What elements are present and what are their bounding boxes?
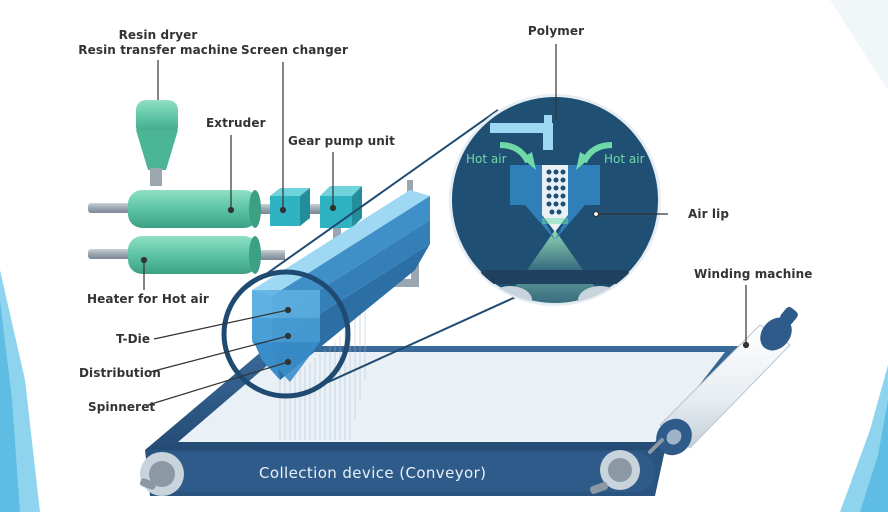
spinneret-label: Spinneret — [88, 400, 156, 414]
t-die-label: T-Die — [116, 332, 151, 346]
polymer-label: Polymer — [527, 24, 585, 38]
conveyor-label: Collection device (Conveyor) — [259, 464, 486, 482]
air-lip-label: Air lip — [688, 207, 730, 221]
winding-machine — [648, 307, 798, 456]
winding-machine-label: Winding machine — [694, 267, 813, 281]
hot-air-right-label: Hot air — [604, 152, 645, 166]
screen-changer — [270, 188, 310, 226]
gear-pump-label: Gear pump unit — [288, 134, 395, 148]
magnifier — [221, 109, 521, 399]
distribution-label: Distribution — [79, 366, 161, 380]
gear-pump — [320, 186, 362, 228]
air-lip-inset — [449, 94, 661, 306]
fiber-curtain — [279, 306, 366, 440]
heater-label: Heater for Hot air — [87, 292, 209, 306]
leader-lines — [140, 44, 750, 406]
extruder-label: Extruder — [206, 116, 266, 130]
screen-changer-label: Screen changer — [241, 43, 349, 57]
hot-air-left-label: Hot air — [466, 152, 507, 166]
resin-dryer-label: Resin dryer — [118, 28, 198, 42]
resin-dryer — [136, 100, 178, 186]
resin-transfer-label: Resin transfer machine — [78, 43, 238, 57]
extruder-cylinder — [128, 190, 261, 228]
heater-cylinder — [128, 236, 261, 274]
